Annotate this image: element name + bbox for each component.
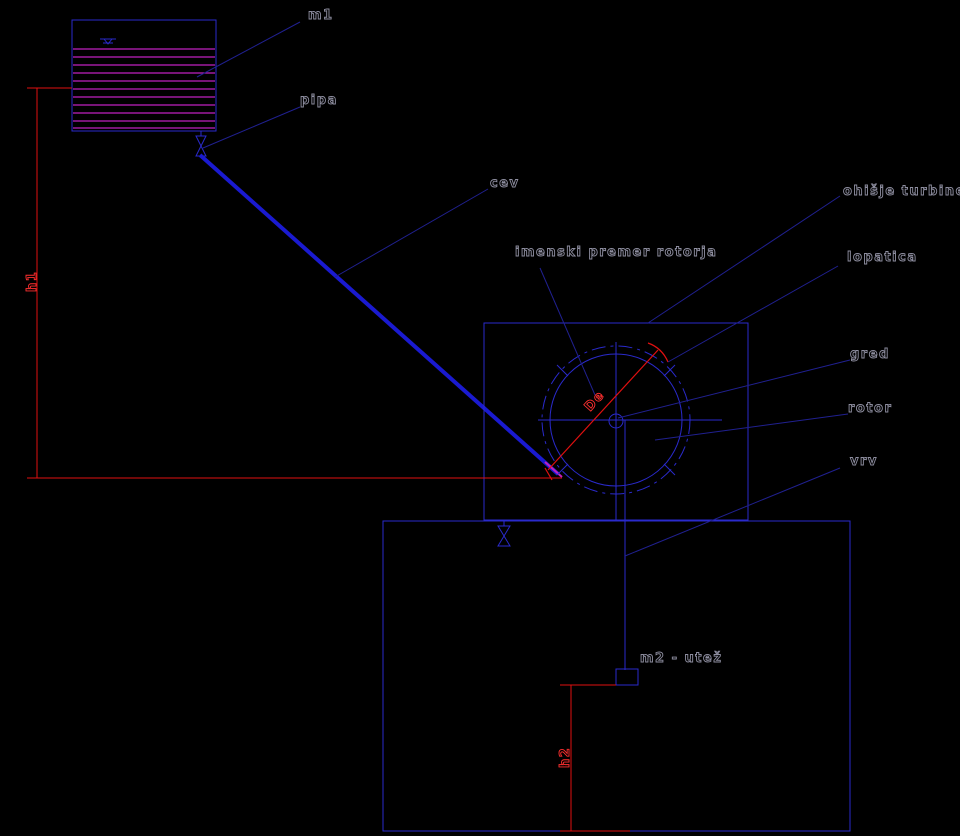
label-vrv: vrv xyxy=(850,454,878,469)
rotor-centerlines xyxy=(548,350,722,520)
water-level-icon xyxy=(100,38,116,45)
h1-dimension xyxy=(27,87,562,479)
leader-lines xyxy=(196,21,851,557)
label-de: De xyxy=(582,388,608,415)
valve-icon xyxy=(195,131,207,157)
label-h2: h2 xyxy=(558,747,573,768)
valve-icon xyxy=(497,521,511,547)
label-m1: m1 xyxy=(308,8,334,23)
h2-dimension xyxy=(560,684,630,832)
label-ohisje-turbine: ohišje turbine xyxy=(843,184,960,199)
tank-water-lines xyxy=(73,48,215,129)
label-rotor: rotor xyxy=(848,401,892,416)
weight-block-icon xyxy=(615,668,639,686)
upper-tank xyxy=(71,19,217,132)
shaft xyxy=(608,413,624,429)
pipe xyxy=(198,153,563,478)
label-lopatica: lopatica xyxy=(847,250,918,265)
label-cev: cev xyxy=(490,176,520,191)
label-pipa: pipa xyxy=(300,93,338,108)
label-h1: h1 xyxy=(25,271,40,292)
rotor xyxy=(538,342,722,520)
label-imenski-premer: imenski premer rotorja xyxy=(515,245,717,260)
tank-outline xyxy=(71,19,217,132)
label-gred: gred xyxy=(850,347,890,362)
label-m2-utez: m2 - utež xyxy=(640,651,722,666)
